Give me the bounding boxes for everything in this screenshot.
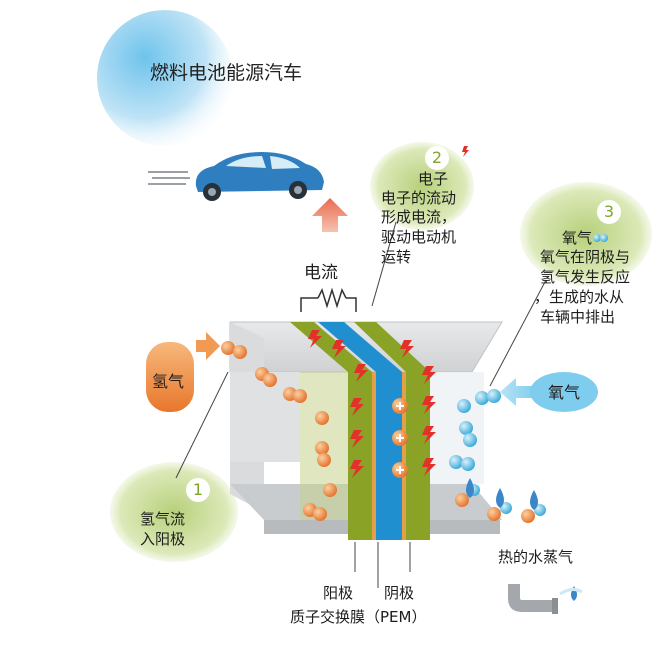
oxygen-label: 氧气 xyxy=(548,383,581,402)
anode-label: 阳极 xyxy=(323,584,354,602)
proton-plus-icon xyxy=(392,398,408,478)
step3-number: 3 xyxy=(597,200,621,224)
step2-blob xyxy=(370,142,474,230)
step2-number: 2 xyxy=(425,146,449,170)
cathode-label: 阴极 xyxy=(384,584,415,602)
up-arrow-icon xyxy=(312,198,348,232)
step2-heading: 电子 xyxy=(418,170,449,188)
step2-line: 驱动电动机 xyxy=(381,228,457,246)
step2-line: 运转 xyxy=(381,248,412,266)
hydrogen-molecules xyxy=(221,341,535,523)
car-icon xyxy=(148,152,324,201)
step1-line: 入阳极 xyxy=(140,530,186,548)
pem-label: 质子交换膜（PEM） xyxy=(290,608,427,626)
step3-line: 车辆中排出 xyxy=(540,308,616,326)
exhaust-pipe-icon xyxy=(508,584,552,612)
title-blob xyxy=(97,10,233,146)
step3-line: ，生成的水从 xyxy=(534,288,625,306)
current-label: 电流 xyxy=(304,263,338,283)
steam-label: 热的水蒸气 xyxy=(498,548,574,566)
step3-line: 氢气发生反应 xyxy=(540,268,631,286)
electron-bolt-icon xyxy=(308,146,469,478)
cathode-plate xyxy=(354,322,430,540)
circuit-wire xyxy=(300,287,357,312)
hydrogen-label: 氢气 xyxy=(152,372,185,391)
page-title: 燃料电池能源汽车 xyxy=(150,62,303,84)
step2-line: 形成电流， xyxy=(381,208,457,226)
oxygen-cloud xyxy=(530,372,598,412)
hydrogen-tank xyxy=(146,342,194,412)
oxygen-molecules xyxy=(449,234,608,516)
step3-line: 氧气在阴极与 xyxy=(540,248,631,266)
step1-number: 1 xyxy=(186,478,210,502)
hydrogen-arrow xyxy=(196,332,220,360)
pem-membrane xyxy=(318,322,402,540)
anode-plate xyxy=(290,322,372,540)
oxygen-arrow xyxy=(500,378,546,406)
step1-line: 氢气流 xyxy=(140,510,186,528)
step2-line: 电子的流动 xyxy=(381,189,457,207)
water-drop-icon xyxy=(466,478,577,601)
step3-heading: 氧气 xyxy=(562,229,593,247)
